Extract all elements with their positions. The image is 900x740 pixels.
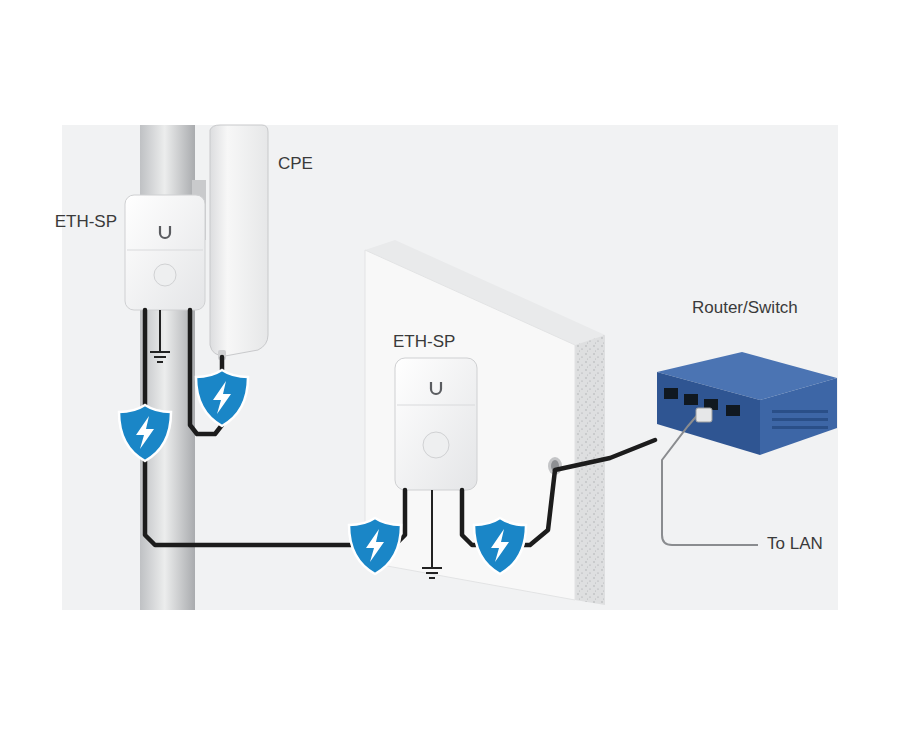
router-box: Router/Switch <box>655 352 837 455</box>
surge-shield-icon <box>349 518 401 574</box>
surge-shield-icon <box>474 518 526 574</box>
device-label: ETH-SP <box>393 333 455 352</box>
wall <box>365 240 605 605</box>
cable-label: To LAN <box>767 535 823 554</box>
device-label: ETH-SP <box>55 213 117 232</box>
background-panel <box>62 125 838 610</box>
device-label: CPE <box>278 155 313 174</box>
surge-protector <box>395 358 477 490</box>
device-label: Router/Switch <box>692 299 798 318</box>
ground-symbol <box>150 310 170 362</box>
rj45-plug <box>696 408 712 422</box>
surge-protector-box: ETH-SP <box>395 358 477 490</box>
surge-protector-box: ETH-SP <box>125 195 205 310</box>
router-switch <box>657 352 837 455</box>
lan-cable <box>662 412 758 545</box>
ground-symbol <box>422 490 442 578</box>
antenna-box: CPE <box>200 125 268 357</box>
ethernet-cable <box>145 310 405 545</box>
surge-protector <box>125 195 205 310</box>
surge-shield-icon <box>119 405 171 461</box>
surge-shield-icon <box>196 370 248 426</box>
